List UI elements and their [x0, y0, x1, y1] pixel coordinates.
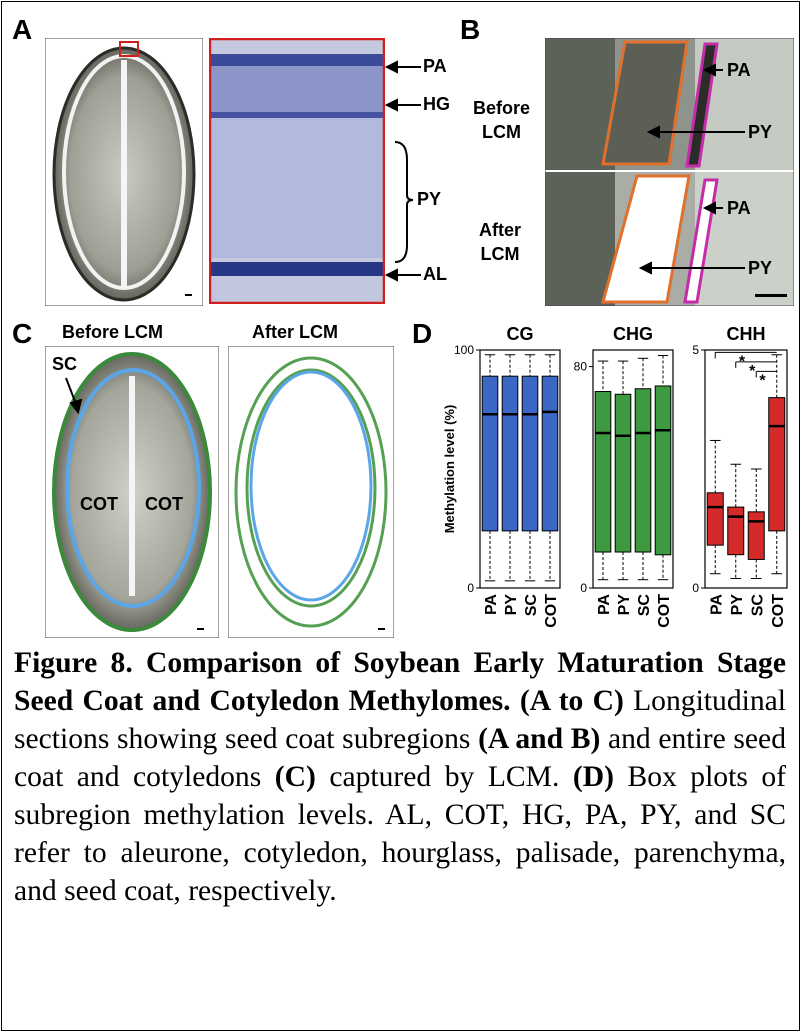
label-b-pa-1: PA — [727, 60, 751, 80]
panel-b-images — [545, 38, 794, 306]
box-chg-sc — [634, 388, 652, 553]
label-a-py: PY — [417, 189, 442, 209]
panel-c-sc-arrow — [65, 377, 83, 415]
caption-ref-d: (D) — [572, 761, 614, 793]
panel-a-arrows — [385, 60, 421, 282]
category-label-cg-py: PY — [503, 594, 520, 616]
category-label-chh-cot: COT — [770, 594, 787, 628]
category-label-chh-pa: PA — [708, 594, 725, 615]
caption-text-4: Box plots of subregion methylation level… — [14, 761, 787, 907]
panel-a-section-image — [209, 38, 385, 304]
label-c-sc: SC — [52, 354, 78, 374]
category-label-chg-py: PY — [616, 594, 633, 616]
y-tick-label-cg: 100 — [454, 343, 474, 357]
label-a-al: AL — [423, 264, 447, 284]
box-cg-py — [501, 375, 519, 532]
category-label-chh-sc: SC — [749, 594, 766, 617]
significance-star-2: * — [759, 372, 766, 389]
box-chh-cot — [768, 397, 786, 532]
box-chh-pa — [706, 492, 724, 546]
label-b-before: Before LCM — [473, 98, 531, 142]
label-c-cot-left: COT — [80, 494, 118, 514]
plot-frame-chg — [592, 349, 674, 589]
y-axis-label: Methylation level (%) — [442, 405, 457, 534]
panel-letter-b: B — [460, 14, 481, 45]
box-chh-py — [727, 506, 745, 556]
box-cg-sc — [521, 375, 539, 532]
caption-title: Figure 8. Comparison of Soybean Early Ma… — [14, 647, 786, 717]
category-label-chh-py: PY — [729, 594, 746, 616]
label-c-after-title: After LCM — [252, 322, 338, 342]
caption-text-1: Longitudinal sections showing seed coat … — [14, 685, 786, 755]
box-chg-py — [614, 393, 632, 553]
chart-title-cg: CG — [507, 324, 534, 344]
y-tick-label-chh: 0 — [692, 581, 699, 595]
label-b-pa-2: PA — [727, 198, 751, 218]
box-cg-pa — [481, 375, 499, 532]
category-label-chg-pa: PA — [596, 594, 613, 615]
panel-a-seed-image — [45, 38, 203, 306]
box-chg-cot — [654, 385, 672, 556]
caption-text-3: captured by LCM. — [315, 761, 573, 793]
category-label-chg-cot: COT — [656, 594, 673, 628]
chart-title-chh: CHH — [727, 324, 766, 344]
caption-ref-c: (C) — [274, 761, 316, 793]
label-c-cot-right: COT — [145, 494, 183, 514]
label-a-pa: PA — [423, 56, 447, 76]
panel-letter-a: A — [12, 14, 33, 45]
y-tick-label-chg: 80 — [574, 360, 588, 374]
panel-c-after-image — [228, 346, 394, 638]
label-b-py-1: PY — [748, 122, 773, 142]
chart-title-chg: CHG — [613, 324, 653, 344]
caption-ref-a-to-c: (A to C) — [519, 685, 624, 717]
category-label-chg-sc: SC — [636, 594, 653, 617]
figure-caption: Figure 8. Comparison of Soybean Early Ma… — [14, 644, 786, 910]
significance-star-1: * — [749, 363, 756, 380]
label-c-before-title: Before LCM — [62, 322, 164, 342]
caption-text-2: and entire seed coat and cotyledons — [14, 723, 786, 793]
plot-frame-chh — [704, 349, 788, 589]
category-label-cg-pa: PA — [483, 594, 500, 615]
y-tick-label-cg: 0 — [467, 581, 474, 595]
box-chg-pa — [594, 391, 612, 553]
y-tick-label-chg: 0 — [580, 581, 587, 595]
caption-ref-a-and-b: (A and B) — [478, 723, 601, 755]
label-b-after: After LCM — [479, 220, 522, 264]
box-chh-sc — [747, 511, 765, 560]
label-a-hg: HG — [423, 94, 450, 114]
box-cg-cot — [541, 375, 559, 532]
y-tick-label-chh: 5 — [692, 343, 699, 357]
plot-frame-cg — [479, 349, 561, 589]
panel-letter-d: D — [412, 318, 433, 349]
panel-c-before-image — [45, 346, 219, 638]
panel-letter-c: C — [12, 318, 33, 349]
label-b-py-2: PY — [748, 258, 773, 278]
category-label-cg-sc: SC — [523, 594, 540, 617]
category-label-cg-cot: COT — [543, 594, 560, 628]
